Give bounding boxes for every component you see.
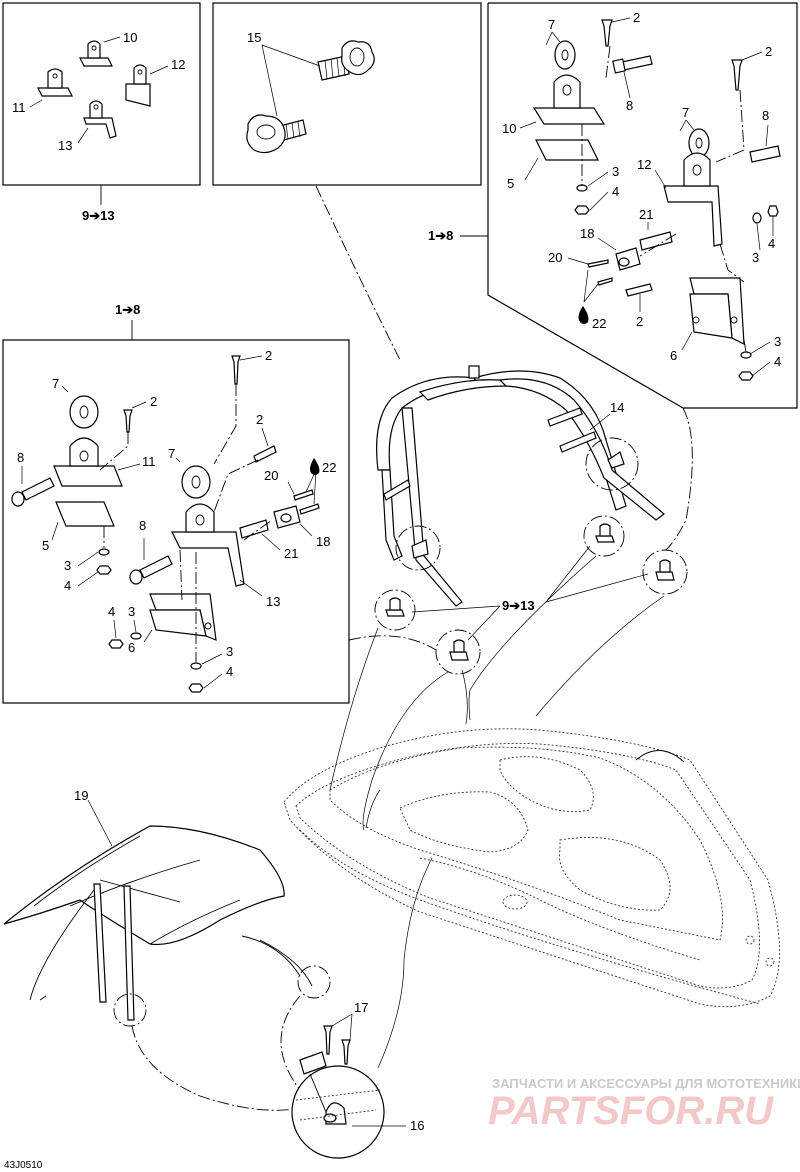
label-8-left-a: 8 (17, 450, 24, 465)
bracket-10 (79, 40, 113, 67)
label-19: 19 (74, 788, 88, 803)
label-4-left-c: 4 (226, 664, 233, 679)
label-5-left: 5 (42, 538, 49, 553)
label-21-left: 21 (284, 546, 298, 561)
label-7-b: 7 (682, 105, 689, 120)
hardware-box-right: 7 7 10 5 2 8 2 8 12 (428, 2, 798, 409)
label-2-left-a: 2 (150, 394, 157, 409)
label-7-left-b: 7 (168, 446, 175, 461)
brackets-box: 10 12 11 13 9➔13 (2, 2, 201, 223)
diagram-code: 43J0510 (4, 1160, 43, 1171)
bracket-detail-circles: 9➔13 (374, 515, 688, 675)
ref-1-8-left: 1➔8 (115, 302, 140, 317)
tower-14: 14 (376, 365, 665, 607)
label-2-a: 2 (633, 10, 640, 25)
label-2-left-b: 2 (265, 348, 272, 363)
label-3-left-c: 3 (226, 644, 233, 659)
label-5-right: 5 (507, 176, 514, 191)
label-7-left-a: 7 (52, 376, 59, 391)
label-8-a: 8 (626, 98, 633, 113)
label-21-right: 21 (639, 207, 653, 222)
label-8-b: 8 (762, 108, 769, 123)
label-2-c: 2 (636, 314, 643, 329)
label-10-right: 10 (502, 121, 516, 136)
ref-9-13-center: 9➔13 (502, 598, 535, 613)
label-3-a: 3 (612, 164, 619, 179)
label-10: 10 (123, 30, 137, 45)
label-20-left: 20 (264, 468, 278, 483)
label-22-right: 22 (592, 316, 606, 331)
label-4-a: 4 (612, 184, 619, 199)
label-6-right: 6 (670, 348, 677, 363)
label-15: 15 (247, 30, 261, 45)
knob-15-a (317, 40, 375, 81)
hardware-box-left: 1➔8 7 11 2 8 5 3 4 2 (2, 302, 350, 704)
label-17: 17 (354, 1000, 368, 1015)
label-11-left: 11 (142, 454, 156, 469)
label-4-left-a: 4 (64, 578, 71, 593)
label-20-right: 20 (548, 250, 562, 265)
label-18-right: 18 (580, 226, 594, 241)
label-8-left-b: 8 (139, 518, 146, 533)
knob-15-b (246, 114, 307, 154)
knobs-box: 15 (212, 2, 482, 186)
watermark: ЗАПЧАСТИ И АКСЕССУАРЫ ДЛЯ МОТОТЕХНИКИ PA… (488, 1076, 800, 1133)
boat-hull (283, 728, 780, 1069)
label-18-left: 18 (316, 534, 330, 549)
label-3-left-a: 3 (64, 558, 71, 573)
label-3-left-b: 3 (128, 604, 135, 619)
label-4-b: 4 (768, 236, 775, 251)
label-13: 13 (58, 138, 72, 153)
label-13-left: 13 (266, 594, 280, 609)
label-22-left: 22 (322, 460, 336, 475)
bracket-13 (83, 100, 117, 139)
label-12: 12 (171, 57, 185, 72)
label-4-left-b: 4 (108, 604, 115, 619)
bracket-11 (37, 68, 73, 97)
label-14: 14 (610, 400, 624, 415)
label-6-left: 6 (128, 640, 135, 655)
bracket-12 (125, 64, 151, 107)
label-12-right: 12 (637, 157, 651, 172)
label-7-a: 7 (548, 17, 555, 32)
label-2-left-c: 2 (256, 412, 263, 427)
detail-16-17: 17 16 (291, 1000, 424, 1159)
ref-9-13-top: 9➔13 (82, 208, 115, 223)
label-11: 11 (12, 100, 26, 115)
label-3-b: 3 (752, 250, 759, 265)
routing-lines (315, 185, 693, 831)
bimini-top-19: 19 (3, 788, 331, 1111)
ref-1-8-right: 1➔8 (428, 228, 453, 243)
label-4-c: 4 (774, 354, 781, 369)
label-2-b: 2 (765, 44, 772, 59)
watermark-tagline: ЗАПЧАСТИ И АКСЕССУАРЫ ДЛЯ МОТОТЕХНИКИ (492, 1076, 800, 1091)
label-3-c: 3 (774, 334, 781, 349)
label-16: 16 (410, 1118, 424, 1133)
watermark-logo: PARTSFOR.RU (488, 1089, 774, 1133)
